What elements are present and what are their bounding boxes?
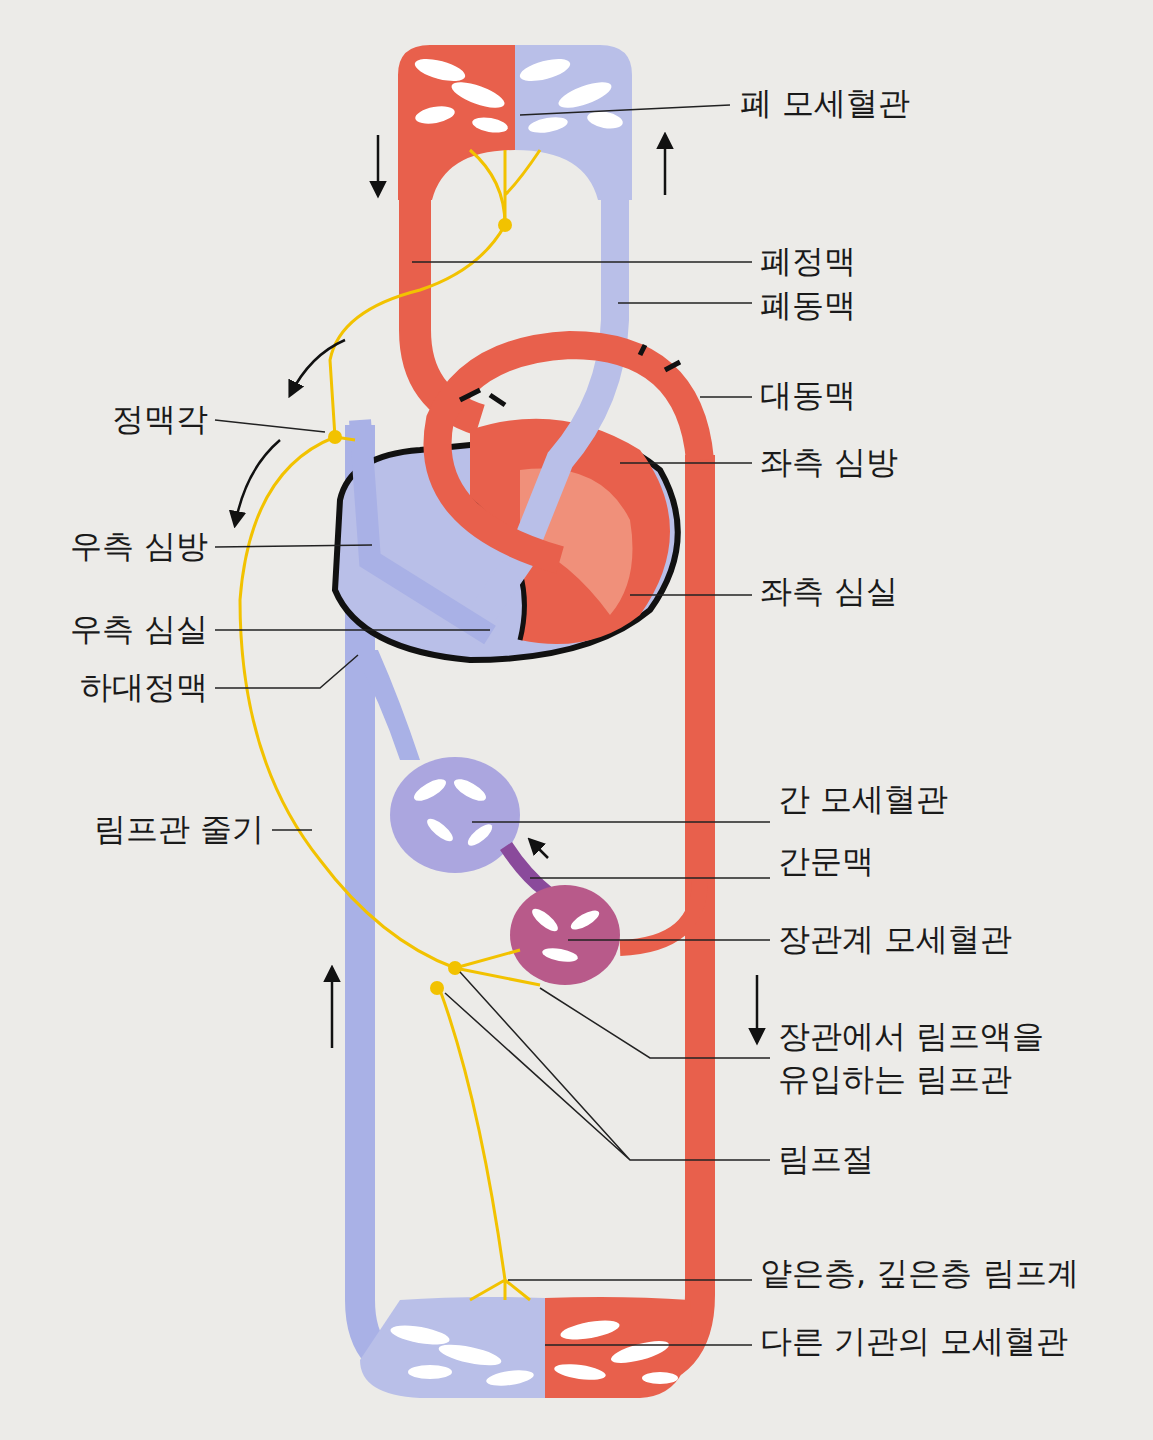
illustration-part [530, 840, 548, 858]
illustration-part [215, 629, 490, 631]
illustration-part [498, 218, 512, 232]
illustration-part [471, 115, 509, 135]
illustration-part [553, 1361, 606, 1382]
illustration-part [438, 345, 701, 560]
illustration-part [527, 115, 569, 136]
illustration-part [389, 1317, 678, 1388]
illustration-part [215, 420, 325, 432]
illustration-part [430, 981, 444, 995]
illustration-part [389, 1322, 451, 1348]
illustration-part [485, 1368, 534, 1389]
illustration-part [413, 55, 625, 136]
illustration-part [331, 968, 334, 1048]
illustration-part [518, 55, 573, 86]
illustration-part [568, 939, 770, 941]
illustration-part [235, 440, 280, 525]
illustration-part [424, 815, 456, 845]
illustration-part [545, 1344, 752, 1346]
illustration-part [529, 905, 561, 935]
illustration-part [413, 55, 468, 86]
flow-arrows [235, 135, 757, 1048]
illustration-part [541, 946, 579, 964]
illustration-part [508, 1279, 752, 1281]
part-label: 폐정맥 [756, 240, 860, 283]
part-label: 간 모세혈관 [774, 778, 952, 821]
illustration-part [642, 1372, 678, 1384]
illustration-part [568, 907, 602, 933]
illustration-part [437, 1341, 503, 1370]
part-label: 폐 모세혈관 [736, 82, 914, 125]
illustration-part [411, 775, 602, 964]
illustration-part [398, 45, 515, 200]
illustration-part [414, 104, 456, 127]
illustration-part [756, 975, 759, 1042]
leader-lines [215, 105, 770, 1345]
part-label: 간문맥 [774, 840, 878, 883]
illustration-part [556, 77, 615, 113]
part-label: 폐동맥 [756, 284, 860, 327]
illustration-part [620, 462, 752, 464]
portal-system [352, 650, 700, 985]
illustration-part [451, 775, 489, 805]
illustration-part [449, 77, 508, 113]
part-label: 하대정맥 [76, 666, 212, 709]
illustration-part [352, 650, 420, 760]
illustration-part [440, 950, 530, 1300]
vessels [360, 195, 700, 1375]
lymph-vessels [240, 150, 540, 1300]
heart [335, 150, 700, 660]
illustration-part [360, 1297, 545, 1398]
illustration-part [540, 988, 770, 1058]
illustration-part [460, 345, 680, 405]
illustration-part [411, 775, 449, 805]
illustration-part [215, 655, 358, 688]
illustration-part [609, 1337, 671, 1368]
part-label: 우측 심실 [66, 608, 212, 651]
pulmonary-capillary-bed [398, 45, 632, 200]
part-label: 얕은층, 깊은층 림프계 [756, 1252, 1083, 1295]
illustration-part [408, 1365, 452, 1379]
part-label: 대동맥 [756, 374, 860, 417]
illustration-part [520, 105, 730, 115]
illustration-part [559, 1317, 621, 1343]
illustration-part [545, 1297, 691, 1398]
illustration-part [510, 885, 620, 985]
illustration-part [700, 396, 752, 398]
illustration-part [445, 972, 770, 1160]
part-label: 림프관 줄기 [90, 808, 268, 851]
part-label: 림프절 [774, 1138, 878, 1181]
illustration-part [618, 302, 752, 304]
illustration-part [465, 821, 496, 849]
illustration-part [330, 150, 505, 440]
illustration-part [620, 880, 700, 948]
illustration-part [272, 829, 312, 831]
illustration-part [328, 430, 342, 444]
part-label: 정맥각 [108, 398, 212, 441]
illustration-part [412, 261, 752, 263]
illustration-part [215, 545, 372, 547]
illustration-part [500, 842, 555, 895]
illustration-part [530, 877, 770, 879]
illustration-part [472, 821, 770, 823]
lymph-nodes [328, 218, 512, 995]
illustration-part [290, 340, 345, 395]
part-label: 장관계 모세혈관 [774, 918, 1016, 961]
illustration-part [505, 150, 540, 225]
part-label: 우측 심방 [66, 525, 212, 568]
part-label: 다른 기관의 모세혈관 [756, 1320, 1072, 1363]
organ-capillary-bed [360, 1297, 691, 1398]
illustration-part [377, 135, 380, 195]
illustration-part [240, 437, 540, 985]
part-label: 좌측 심방 [756, 441, 902, 484]
illustration-part [664, 135, 667, 195]
illustration-part [630, 594, 752, 596]
illustration-part [390, 757, 520, 873]
part-label: 장관에서 림프액을 유입하는 림프관 [774, 1015, 1112, 1101]
part-label: 좌측 심실 [756, 570, 902, 613]
